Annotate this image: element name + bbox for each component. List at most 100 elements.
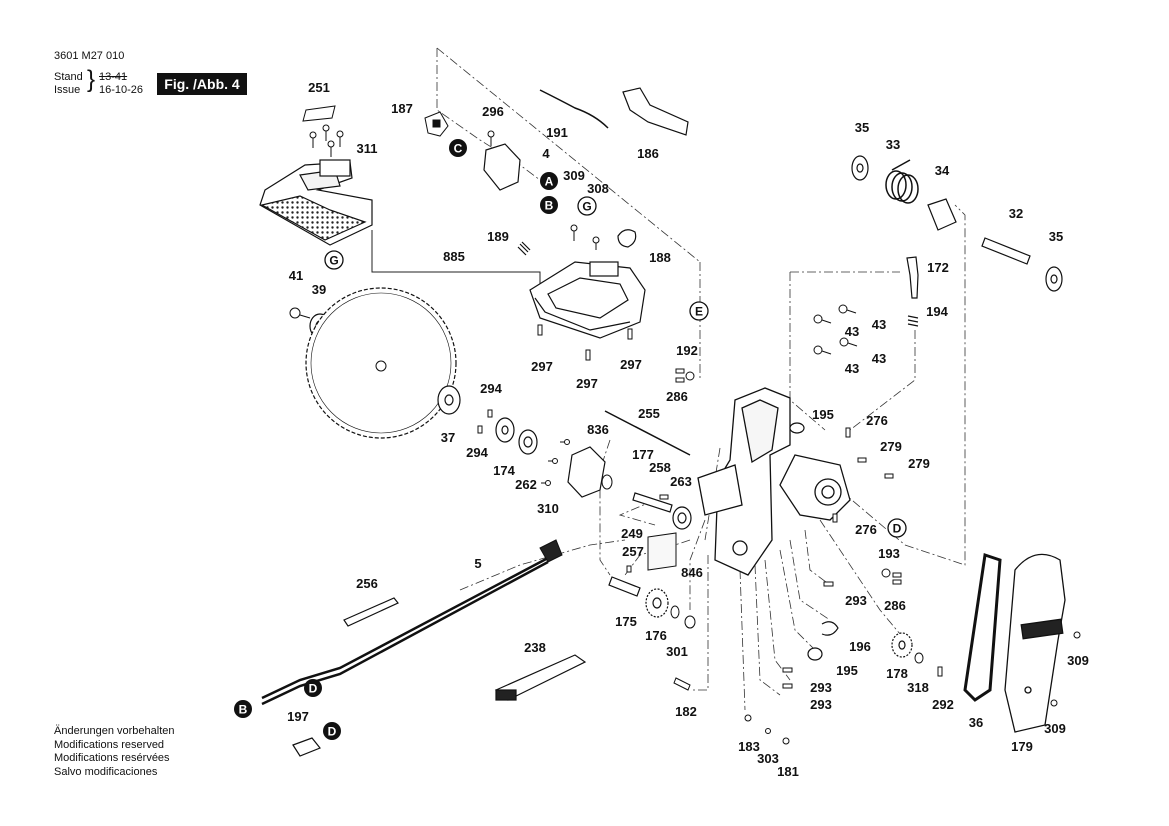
marker-c: C	[449, 139, 467, 157]
clip-196-part	[821, 621, 839, 636]
screws-308-309-part	[570, 224, 600, 250]
callout-4: 4	[542, 146, 550, 161]
saw-blade-part	[305, 287, 457, 439]
callout-249: 249	[621, 526, 643, 541]
callout-175: 175	[615, 614, 637, 629]
callout-293a: 293	[845, 593, 867, 608]
callout-43c: 43	[872, 351, 886, 366]
plate-249-part	[647, 532, 677, 571]
clips-193-286-part	[881, 568, 902, 585]
callout-32: 32	[1009, 206, 1023, 221]
clips-192-part	[675, 368, 695, 383]
callout-188: 188	[649, 250, 671, 265]
svg-text:D: D	[309, 682, 318, 696]
ring-301-part	[670, 605, 680, 619]
screws-297-part	[537, 324, 633, 361]
washer-174-part	[495, 417, 515, 443]
bearing-262-part	[518, 429, 538, 455]
callout-181: 181	[777, 764, 799, 779]
washer-35a-part	[851, 155, 869, 181]
callout-309b: 309	[1067, 653, 1089, 668]
svg-text:B: B	[239, 703, 248, 717]
screws-309b-part	[1050, 631, 1081, 707]
callout-262: 262	[515, 477, 537, 492]
washer-35b-part	[1045, 266, 1063, 292]
gear-housing-part	[697, 387, 791, 576]
callout-309c: 309	[1044, 721, 1066, 736]
callout-296: 296	[482, 104, 504, 119]
callout-5: 5	[474, 556, 481, 571]
screws-310-part	[541, 439, 570, 486]
callout-39: 39	[312, 282, 326, 297]
cable-tie-part	[604, 410, 691, 456]
svg-text:A: A	[545, 175, 554, 189]
plug-197-part	[292, 737, 321, 757]
bearing-263-part	[672, 506, 692, 530]
callout-294a: 294	[480, 381, 502, 396]
callout-297b: 297	[576, 376, 598, 391]
callout-179: 179	[1011, 739, 1033, 754]
callout-276b: 276	[855, 522, 877, 537]
callout-33: 33	[886, 137, 900, 152]
callout-41: 41	[289, 268, 303, 283]
pins-276-279-part	[832, 427, 894, 523]
spring-189-part	[517, 241, 531, 256]
pins-294-part	[477, 409, 493, 434]
callout-258: 258	[649, 460, 671, 475]
notice-en: Modifications reserved	[54, 738, 165, 751]
sleeve-256-part	[343, 597, 399, 627]
gearbox-cover-part	[567, 446, 606, 498]
marker-b-cord: B	[234, 700, 252, 718]
issue-label: Issue	[54, 84, 81, 96]
spring-194-part	[907, 315, 919, 327]
marker-d-cord: D	[304, 679, 322, 697]
belt-cover-part	[1004, 553, 1066, 733]
svg-text:E: E	[695, 305, 703, 319]
stand-value: 13-41	[99, 71, 128, 83]
callout-257: 257	[622, 544, 644, 559]
callout-174: 174	[493, 463, 515, 478]
callout-43b: 43	[845, 324, 859, 339]
callout-255: 255	[638, 406, 660, 421]
grommet-195-part	[789, 422, 805, 434]
callout-35a: 35	[855, 120, 869, 135]
callout-176: 176	[645, 628, 667, 643]
callout-293c: 293	[810, 697, 832, 712]
callout-836: 836	[587, 422, 609, 437]
notice-de: Änderungen vorbehalten	[54, 725, 175, 737]
callout-301: 301	[666, 644, 688, 659]
callout-194: 194	[926, 304, 948, 319]
marker-d-arm: D	[887, 518, 907, 538]
label-sticker-part	[302, 105, 336, 122]
callout-178: 178	[886, 666, 908, 681]
callout-195b: 195	[836, 663, 858, 678]
gear-178-part	[891, 632, 913, 658]
svg-text:B: B	[545, 199, 554, 213]
callout-172: 172	[927, 260, 949, 275]
ring-318-part	[914, 652, 924, 664]
bushing-part	[601, 474, 613, 490]
callout-286a: 286	[666, 389, 688, 404]
callout-195a: 195	[812, 407, 834, 422]
callout-294b: 294	[466, 445, 488, 460]
issue-value: 16-10-26	[99, 84, 144, 96]
callout-192: 192	[676, 343, 698, 358]
callout-34: 34	[935, 163, 950, 178]
callout-310: 310	[537, 501, 559, 516]
svg-text:G: G	[582, 200, 591, 214]
reference-markers: A B C D B D G G	[234, 139, 907, 740]
callout-263: 263	[670, 474, 692, 489]
callout-292: 292	[932, 697, 954, 712]
bracket-885	[371, 230, 541, 290]
marker-d-plug: D	[323, 722, 341, 740]
svg-text:G: G	[329, 254, 338, 268]
callout-279b: 279	[908, 456, 930, 471]
grommet-195b-part	[807, 647, 823, 661]
housing-frame-part	[529, 261, 646, 339]
callout-256: 256	[356, 576, 378, 591]
marker-b-top: B	[540, 196, 558, 214]
arm-bracket-part	[779, 454, 851, 521]
screws-293-292-part	[782, 581, 943, 689]
callout-311: 311	[357, 141, 378, 156]
shaft-177-part	[632, 492, 673, 513]
